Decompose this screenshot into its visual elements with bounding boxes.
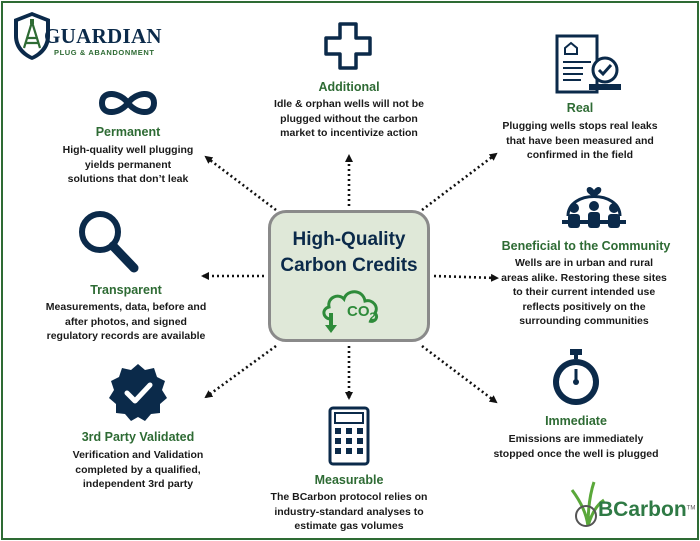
- center-title: High-Quality Carbon Credits: [271, 227, 427, 279]
- transparent-desc-line: regulatory records are available: [46, 330, 206, 342]
- validated-title: 3rd Party Validated: [81, 430, 195, 444]
- transparent-desc-line: Measurements, data, before and: [45, 301, 207, 313]
- arrow-validated: [204, 344, 277, 399]
- arrow-immediate: [421, 344, 498, 404]
- magnifier-icon: [79, 211, 139, 273]
- guardian-logo: GUARDIAN PLUG & ABANDONMENT: [10, 10, 162, 66]
- measurable-desc-line: The BCarbon protocol relies on: [270, 491, 428, 503]
- co2-subscript: 2: [369, 311, 376, 323]
- transparent-title: Transparent: [90, 283, 162, 297]
- community-desc-line: surrounding communities: [519, 315, 649, 327]
- calculator-icon: [328, 406, 370, 466]
- real-title: Real: [566, 101, 594, 115]
- stopwatch-icon: [553, 349, 599, 405]
- logo-name: GUARDIAN: [44, 24, 162, 48]
- community-desc: Wells are in urban and rural areas alike…: [486, 256, 682, 329]
- real-desc-line: that have been measured and: [506, 134, 654, 147]
- logo-tagline: PLUG & ABANDONMENT: [54, 48, 155, 57]
- community-desc-line: reflects positively on the: [522, 300, 646, 313]
- additional-desc-line: plugged without the carbon: [280, 112, 418, 125]
- bcarbon-wordmark: BCarbon: [598, 498, 687, 521]
- additional-desc-line: market to incentivize action: [280, 127, 418, 139]
- plus-icon: [324, 22, 372, 70]
- shield-icon: [14, 12, 50, 60]
- co2-text: CO: [347, 303, 370, 320]
- validated-desc: Verification and Validation completed by…: [38, 448, 238, 492]
- validated-desc-line: completed by a qualified,: [75, 463, 201, 476]
- permanent-desc: High-quality well plugging yields perman…: [38, 143, 218, 187]
- additional-title: Additional: [318, 80, 380, 94]
- certified-document-icon: [555, 34, 621, 94]
- permanent-desc-line: High-quality well plugging: [62, 144, 194, 156]
- community-desc-line: Wells are in urban and rural: [514, 257, 654, 269]
- validated-desc-line: Verification and Validation: [72, 449, 204, 461]
- measurable-title: Measurable: [314, 473, 384, 487]
- center-card: High-Quality Carbon Credits CO2: [268, 210, 430, 342]
- transparent-desc: Measurements, data, before and after pho…: [16, 300, 236, 344]
- permanent-desc-line: solutions that don’t leak: [67, 173, 189, 185]
- community-icon: [562, 186, 626, 228]
- measurable-desc: The BCarbon protocol relies on industry-…: [244, 490, 454, 534]
- transparent-desc-line: after photos, and signed: [65, 315, 187, 328]
- co2-label: CO2: [347, 303, 376, 323]
- immediate-title: Immediate: [545, 414, 607, 428]
- community-title: Beneficial to the Community: [501, 239, 671, 253]
- additional-desc: Idle & orphan wells will not be plugged …: [249, 97, 449, 141]
- immediate-desc-line: Emissions are immediately: [508, 433, 644, 445]
- measurable-desc-line: estimate gas volumes: [294, 520, 404, 532]
- center-title-line1: High-Quality: [292, 229, 406, 250]
- measurable-desc-line: industry-standard analyses to: [274, 505, 424, 518]
- bcarbon-logo: BCarbonTM: [568, 480, 695, 530]
- real-desc: Plugging wells stops real leaks that hav…: [490, 119, 670, 163]
- co2-cloud-icon: [322, 290, 379, 333]
- grass-icon: [570, 481, 605, 527]
- additional-desc-line: Idle & orphan wells will not be: [274, 98, 424, 110]
- arrow-real: [421, 152, 498, 212]
- validated-desc-line: independent 3rd party: [82, 478, 194, 490]
- immediate-desc: Emissions are immediately stopped once t…: [476, 432, 676, 461]
- community-desc-line: areas alike. Restoring these sites: [501, 271, 667, 284]
- permanent-title: Permanent: [95, 125, 161, 139]
- infinity-icon: [98, 91, 158, 115]
- bcarbon-tm: TM: [686, 505, 696, 512]
- real-desc-line: confirmed in the field: [526, 149, 634, 161]
- community-desc-line: to their current intended use: [512, 286, 656, 298]
- permanent-desc-line: yields permanent: [84, 158, 172, 171]
- real-desc-line: Plugging wells stops real leaks: [502, 120, 658, 132]
- bcarbon-text: BCarbonTM: [598, 498, 695, 522]
- verified-badge-icon: [109, 364, 167, 421]
- center-title-line2: Carbon Credits: [280, 255, 418, 276]
- arrow-community: [433, 273, 499, 282]
- immediate-desc-line: stopped once the well is plugged: [493, 447, 659, 460]
